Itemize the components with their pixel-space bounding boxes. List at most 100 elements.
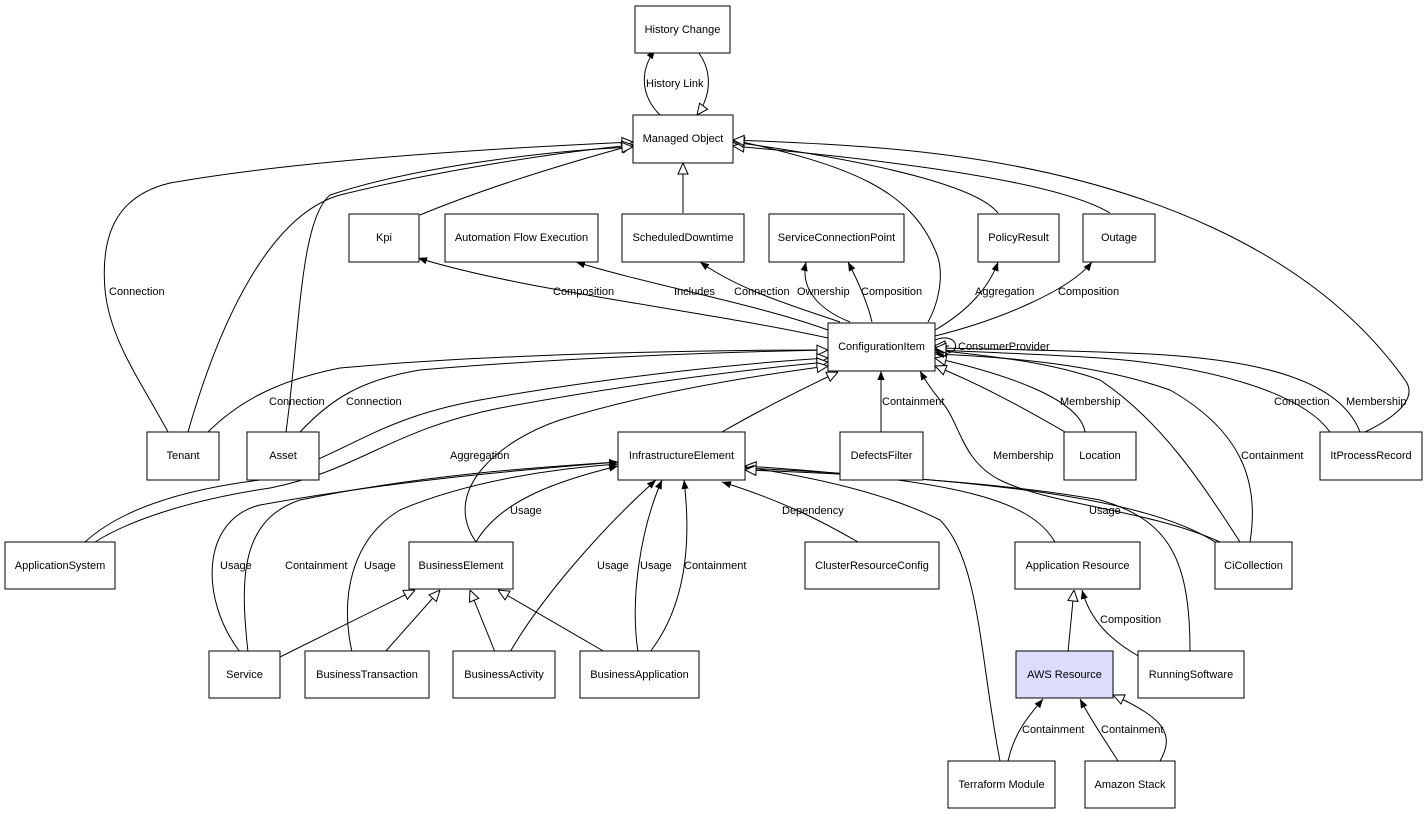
label-ci-self-consumer-provider: ConsumerProvider (958, 341, 1050, 353)
node-kpi[interactable]: Kpi (348, 213, 420, 263)
label-cic-ci-containment: Containment (1241, 450, 1303, 462)
edge-location-ci (935, 366, 1066, 433)
edge-crc-ie (721, 481, 859, 543)
label-bt-ie-usage: Usage (364, 560, 396, 572)
node-cluster-resource-config[interactable]: ClusterResourceConfig (804, 541, 940, 590)
node-label: DefectsFilter (851, 450, 913, 462)
label-ci-sd-connection: Connection (734, 286, 790, 298)
edge-ci-kpi (417, 257, 829, 339)
node-business-transaction[interactable]: BusinessTransaction (304, 650, 430, 699)
node-application-resource[interactable]: Application Resource (1014, 541, 1141, 590)
node-label: PolicyResult (988, 232, 1049, 244)
label-service-ie-usage: Usage (220, 560, 252, 572)
edge-ci-scp-composition (847, 261, 873, 323)
node-label: ConfigurationItem (838, 341, 925, 353)
edge-location-ci-2 (935, 358, 1086, 433)
node-application-system[interactable]: ApplicationSystem (4, 541, 116, 590)
node-managed-object[interactable]: Managed Object (632, 114, 734, 164)
label-ci-scp-composition: Composition (861, 286, 922, 298)
label-tenant-ci-connection: Connection (269, 396, 325, 408)
label-bapp-ie-containment: Containment (684, 560, 746, 572)
edge-bact-be (470, 590, 496, 653)
edge-policyresult-managedobject (733, 142, 999, 214)
label-ci-afe-includes: Includes (674, 286, 715, 298)
label-as-ci-aggregation: Aggregation (450, 450, 509, 462)
edge-service-ie-usage (211, 459, 619, 653)
node-business-element[interactable]: BusinessElement (408, 541, 514, 590)
node-running-software[interactable]: RunningSoftware (1137, 650, 1245, 699)
node-scheduled-downtime[interactable]: ScheduledDowntime (621, 213, 745, 263)
node-outage[interactable]: Outage (1082, 213, 1156, 263)
node-label: Automation Flow Execution (455, 232, 588, 244)
node-business-activity[interactable]: BusinessActivity (452, 650, 556, 699)
node-it-process-record[interactable]: ItProcessRecord (1319, 431, 1423, 481)
node-service[interactable]: Service (208, 650, 281, 699)
node-label: Managed Object (643, 133, 724, 145)
label-defects-containment: Containment (882, 396, 944, 408)
node-automation-flow-execution[interactable]: Automation Flow Execution (444, 213, 599, 263)
node-label: InfrastructureElement (629, 450, 734, 462)
label-ci-outage-composition: Composition (1058, 286, 1119, 298)
label-history-link: History Link (646, 78, 704, 90)
edge-tenant-ci (207, 346, 829, 433)
edge-ie-ci (721, 372, 838, 433)
node-tenant[interactable]: Tenant (146, 431, 220, 481)
edge-as-aws-containment (1079, 698, 1119, 762)
node-service-connection-point[interactable]: ServiceConnectionPoint (768, 213, 905, 263)
edge-appsystem-ci (84, 358, 828, 543)
node-label: Application Resource (1026, 560, 1130, 572)
node-label: AWS Resource (1027, 669, 1102, 681)
edge-bapp-ie-usage (634, 479, 663, 653)
node-asset[interactable]: Asset (246, 431, 320, 481)
edge-outage-managedobject (733, 146, 1111, 214)
edge-history-link (643, 49, 709, 115)
node-business-application[interactable]: BusinessApplication (579, 650, 700, 699)
node-label: BusinessApplication (590, 669, 688, 681)
label-service-ie-containment: Containment (285, 560, 347, 572)
edge-tenant-managedobject (103, 142, 633, 433)
edge-tenant-managedobject-2 (187, 145, 633, 433)
edge-ci-scp-ownership (800, 261, 851, 323)
node-amazon-stack[interactable]: Amazon Stack (1084, 760, 1176, 809)
edge-rs-ar (1080, 589, 1141, 658)
edge-aws-ar (1068, 590, 1074, 653)
node-label: BusinessElement (419, 560, 504, 572)
node-infrastructure-element[interactable]: InfrastructureElement (617, 431, 746, 481)
node-label: Tenant (166, 450, 199, 462)
node-label: Kpi (376, 232, 392, 244)
node-label: BusinessActivity (464, 669, 544, 681)
label-tenant-mo-connection: Connection (109, 286, 165, 298)
node-defects-filter[interactable]: DefectsFilter (839, 431, 924, 481)
label-cic-ci-membership: Membership (993, 450, 1054, 462)
label-crc-ie-dependency: Dependency (782, 505, 844, 517)
edge-itpr-ci-2 (935, 348, 1361, 433)
node-label: Outage (1101, 232, 1137, 244)
edge-ci-managedobject (733, 140, 941, 323)
label-location-membership: Membership (1060, 396, 1121, 408)
edge-tm-aws (1007, 698, 1044, 762)
edge-asset-managedobject (285, 147, 633, 433)
node-aws-resource[interactable]: AWS Resource (1015, 650, 1114, 699)
label-bapp-ie-usage: Usage (640, 560, 672, 572)
node-history-change[interactable]: History Change (634, 5, 731, 54)
node-label: BusinessTransaction (316, 669, 418, 681)
label-ci-kpi-composition: Composition (553, 286, 614, 298)
node-configuration-item[interactable]: ConfigurationItem (827, 322, 936, 372)
node-location[interactable]: Location (1063, 431, 1137, 481)
node-policy-result[interactable]: PolicyResult (977, 213, 1060, 263)
node-terraform-module[interactable]: Terraform Module (947, 760, 1056, 809)
edge-appsystem-ci-2 (94, 362, 828, 543)
node-label: History Change (645, 24, 721, 36)
node-label: Service (226, 669, 263, 681)
node-label: RunningSoftware (1149, 669, 1233, 681)
edge-tm-ie (744, 464, 1001, 762)
label-as-aws-containment: Containment (1101, 724, 1163, 736)
node-label: ServiceConnectionPoint (778, 232, 895, 244)
node-label: CiCollection (1224, 560, 1283, 572)
node-label: Amazon Stack (1095, 779, 1166, 791)
label-itpr-ci-connection: Connection (1274, 396, 1330, 408)
label-cic-ie-usage: Usage (1089, 505, 1121, 517)
node-label: Asset (269, 450, 297, 462)
edge-cicollection-ci-2 (935, 350, 1241, 543)
node-ci-collection[interactable]: CiCollection (1214, 541, 1293, 590)
